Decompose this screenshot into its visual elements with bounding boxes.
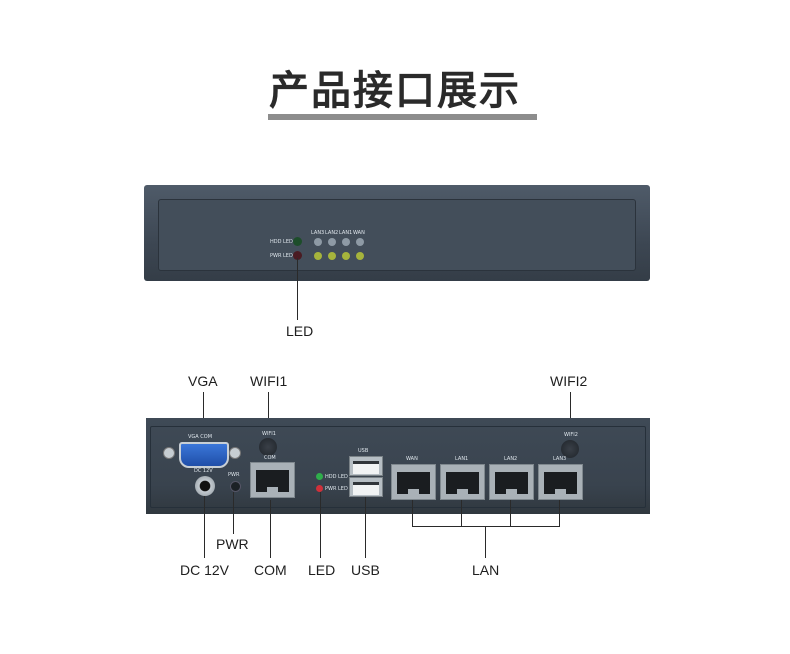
back-hdd-led — [316, 473, 323, 480]
vga-port — [179, 442, 229, 468]
callout-line-lan — [461, 500, 462, 526]
callout-front-led: LED — [286, 323, 314, 339]
callout-line-lan — [412, 500, 413, 526]
callout-pwr: PWR — [216, 536, 249, 552]
callout-wifi1: WIFI1 — [250, 373, 288, 389]
silk-wifi2: WIFI2 — [564, 432, 578, 438]
pwr-led — [293, 251, 302, 260]
callout-line-dc — [204, 496, 205, 558]
callout-line-com — [270, 500, 271, 558]
wifi1-antenna-port — [259, 438, 277, 456]
lan-led-link — [328, 238, 336, 246]
silk-lan2: LAN2 — [504, 456, 518, 462]
silk-hdd-led: HDD LED — [325, 474, 348, 480]
front-port-label: WAN — [353, 230, 365, 236]
callout-led: LED — [308, 562, 336, 578]
wan-port — [391, 464, 436, 500]
callout-line-lan — [559, 500, 560, 526]
back-pwr-led — [316, 485, 323, 492]
back-frame — [150, 426, 646, 508]
silk-vga-com: VGA COM — [188, 434, 213, 440]
callout-bracket-lan — [412, 526, 560, 527]
lan3-port — [538, 464, 583, 500]
callout-line-pwr — [233, 492, 234, 534]
lan-led-link — [342, 238, 350, 246]
callout-dc: DC 12V — [180, 562, 230, 578]
front-pwr-led-label: PWR LED — [270, 253, 293, 259]
front-port-label: LAN1 — [339, 230, 353, 236]
callout-line-front-led — [297, 258, 298, 320]
silk-usb: USB — [358, 448, 369, 454]
silk-pwr-led: PWR LED — [325, 486, 348, 492]
com-port — [250, 462, 295, 498]
usb-port-1 — [349, 456, 383, 476]
front-port-label: LAN2 — [325, 230, 339, 236]
callout-line-lan — [510, 500, 511, 526]
lan-led-act — [328, 252, 336, 260]
lan-led-act — [342, 252, 350, 260]
front-hdd-led-label: HDD LED — [270, 239, 293, 245]
vga-screw — [163, 447, 175, 459]
lan-led-act — [314, 252, 322, 260]
lan-led-link — [314, 238, 322, 246]
dc-jack — [195, 476, 215, 496]
wifi2-antenna-port — [561, 440, 579, 458]
callout-line-lan-main — [485, 526, 486, 558]
callout-vga: VGA — [188, 373, 218, 389]
hdd-led — [293, 237, 302, 246]
callout-line-led — [320, 492, 321, 558]
power-button — [230, 481, 241, 492]
callout-line-wifi2 — [570, 392, 571, 430]
silk-wifi1: WIFI1 — [262, 431, 276, 437]
page-title: 产品接口展示 — [269, 68, 521, 114]
callout-lan: LAN — [472, 562, 500, 578]
callout-usb: USB — [351, 562, 380, 578]
callout-line-vga — [203, 392, 204, 440]
callout-line-wifi1 — [268, 392, 269, 430]
usb-port-2 — [349, 477, 383, 497]
silk-wan: WAN — [406, 456, 418, 462]
lan1-port — [440, 464, 485, 500]
silk-lan1: LAN1 — [455, 456, 469, 462]
lan-led-act — [356, 252, 364, 260]
title-underline — [268, 114, 537, 120]
silk-dc: DC 12V — [194, 468, 213, 474]
callout-wifi2: WIFI2 — [550, 373, 588, 389]
callout-com: COM — [254, 562, 287, 578]
vga-screw — [229, 447, 241, 459]
silk-lan3: LAN3 — [553, 456, 567, 462]
silk-pwr: PWR — [228, 472, 240, 478]
lan2-port — [489, 464, 534, 500]
silk-com: COM — [264, 455, 276, 461]
device-front-view: HDD LED PWR LED LAN3 LAN2 LAN1 WAN — [144, 185, 650, 281]
lan-led-link — [356, 238, 364, 246]
front-port-label: LAN3 — [311, 230, 325, 236]
front-panel — [158, 199, 636, 271]
callout-line-usb — [365, 497, 366, 558]
